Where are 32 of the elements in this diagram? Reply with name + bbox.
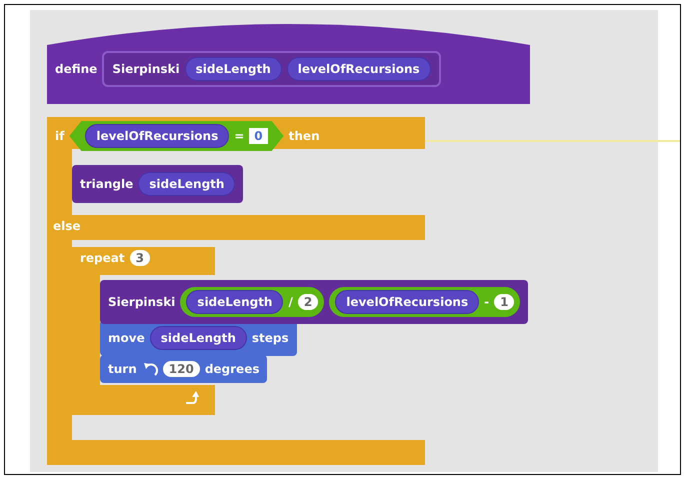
operator-sign: = bbox=[234, 129, 244, 143]
block-label: Sierpinski bbox=[112, 62, 180, 76]
block-label: if bbox=[55, 129, 64, 143]
parameter-reporter: sideLength bbox=[150, 326, 247, 350]
parameter-reporter: levelOfRecursions bbox=[335, 290, 480, 314]
number-input: 2 bbox=[298, 294, 318, 310]
parameter-reporter: sideLength bbox=[138, 172, 236, 196]
block-label: triangle bbox=[80, 177, 134, 191]
operator-sign: / bbox=[288, 295, 293, 309]
operator-reporter bbox=[329, 287, 520, 317]
block-label: else bbox=[53, 219, 81, 233]
custom-block-call bbox=[72, 165, 244, 203]
number-input: 1 bbox=[494, 294, 514, 310]
parameter-reporter: sideLength bbox=[186, 290, 284, 314]
number-input: 120 bbox=[162, 361, 200, 377]
parameter-reporter: sideLength bbox=[184, 57, 282, 81]
parameter-reporter: levelOfRecursions bbox=[286, 57, 431, 81]
block-label: define bbox=[55, 62, 98, 76]
custom-block-call bbox=[100, 280, 528, 324]
block-label: turn bbox=[108, 362, 137, 376]
block-label: steps bbox=[252, 331, 289, 345]
block-label: degrees bbox=[204, 362, 260, 376]
block-label: then bbox=[288, 129, 320, 143]
custom-block-prototype bbox=[102, 51, 441, 87]
number-input: 0 bbox=[249, 128, 268, 144]
motion-block bbox=[100, 355, 268, 383]
block-label: move bbox=[108, 331, 145, 345]
parameter-reporter: levelOfRecursions bbox=[85, 124, 230, 148]
block-label: Sierpinski bbox=[108, 295, 176, 309]
operator-sign: - bbox=[484, 295, 490, 309]
block-label: repeat bbox=[80, 251, 125, 265]
operator-reporter bbox=[180, 287, 324, 317]
